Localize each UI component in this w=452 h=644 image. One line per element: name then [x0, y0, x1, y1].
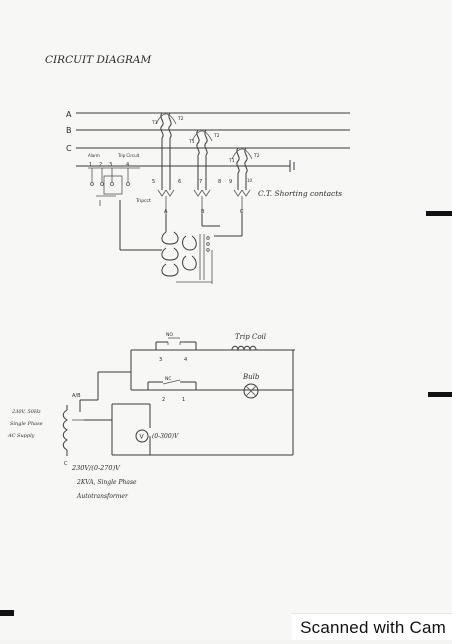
alarm-label: Alarm [88, 153, 100, 158]
ct-coil-b1 [196, 129, 200, 156]
ct-label-6: T2 [253, 153, 260, 159]
autotransformer-line-3: Autotransformer [76, 493, 129, 500]
edge-mark-3 [0, 610, 14, 616]
trip-coil [231, 345, 257, 351]
ct-shorting-contacts [157, 189, 251, 214]
edge-mark-2 [428, 392, 452, 397]
contact-3: 3 [159, 357, 162, 363]
terminal-8: 8 [218, 179, 221, 185]
voltmeter [135, 429, 149, 443]
supply-label-line-2: Single Phase [10, 421, 43, 427]
ct-letter-c: C [240, 209, 244, 215]
ct-label-3: T1 [188, 139, 195, 145]
terminal-9: 9 [229, 179, 232, 185]
nc-label: NC [165, 376, 172, 382]
ct-label-1: T1 [151, 120, 158, 126]
ct-coil-a1 [160, 112, 164, 139]
tripcct-label: Tripcct [135, 198, 151, 204]
c-label: C [64, 461, 68, 467]
no-contact [155, 337, 197, 350]
phase-lines [76, 112, 350, 172]
ct-label-2: T2 [177, 116, 184, 122]
relay-coil-assembly [119, 200, 243, 284]
diagram-title: CIRCUIT DIAGRAM [45, 54, 151, 66]
contact-4: 4 [184, 357, 187, 363]
terminal-4: 4 [126, 162, 129, 168]
switch-label: A/B [72, 393, 81, 399]
ct-coil-b2 [204, 129, 208, 156]
ct-loop-c [231, 148, 253, 160]
phase-label-b: B [66, 126, 72, 135]
ct-coil-c1 [236, 147, 240, 174]
scanner-footer: Scanned with Cam [292, 613, 452, 640]
autotransformer-symbol [62, 399, 151, 456]
edge-mark-1 [426, 211, 452, 216]
phase-label-a: A [66, 110, 72, 119]
voltmeter-symbol: V [140, 434, 145, 441]
no-label: NO [166, 332, 173, 338]
ct-letter-b: B [201, 209, 205, 215]
current-transformers [155, 112, 253, 174]
ct-label-4: T2 [213, 133, 220, 139]
terminal-7: 7 [199, 179, 202, 185]
bulb-label: Bulb [242, 373, 260, 381]
nc-contact [147, 379, 197, 390]
ct-leads [161, 138, 247, 190]
bulb [243, 383, 259, 399]
terminal-6: 6 [178, 179, 181, 185]
ct-loop-b [191, 130, 213, 142]
terminal-5: 5 [152, 179, 155, 185]
ct-coil-a2 [168, 112, 172, 139]
ct-shorting-label: C.T. Shorting contacts [258, 189, 342, 198]
terminal-3: 3 [109, 162, 112, 168]
supply-label-line-3: AC Supply [7, 433, 35, 439]
trip-circuit-label: Trip Circuit [117, 153, 140, 158]
control-circuit [97, 349, 295, 456]
footer-text: Scanned with Cam [300, 618, 446, 637]
trip-coil-label: Trip Coil [235, 333, 266, 341]
autotransformer-line-1: 230V/(0-270)V [71, 464, 121, 472]
ct-loop-a [155, 113, 177, 125]
contact-2: 2 [162, 397, 165, 403]
ct-coil-c2 [244, 147, 248, 174]
relay-terminal-block [88, 167, 140, 206]
terminal-10: 10 [247, 178, 253, 183]
ct-letter-a: A [164, 209, 168, 215]
voltmeter-range: (0-300)V [152, 433, 179, 440]
terminal-2: 2 [99, 162, 102, 168]
terminal-1: 1 [89, 162, 92, 168]
phase-label-c: C [66, 144, 72, 153]
supply-label-line-1: 230V, 50Hz [11, 409, 41, 415]
autotransformer-line-2: 2KVA, Single Phase [76, 479, 137, 486]
contact-1: 1 [182, 397, 185, 403]
ct-label-5: T1 [228, 158, 235, 164]
